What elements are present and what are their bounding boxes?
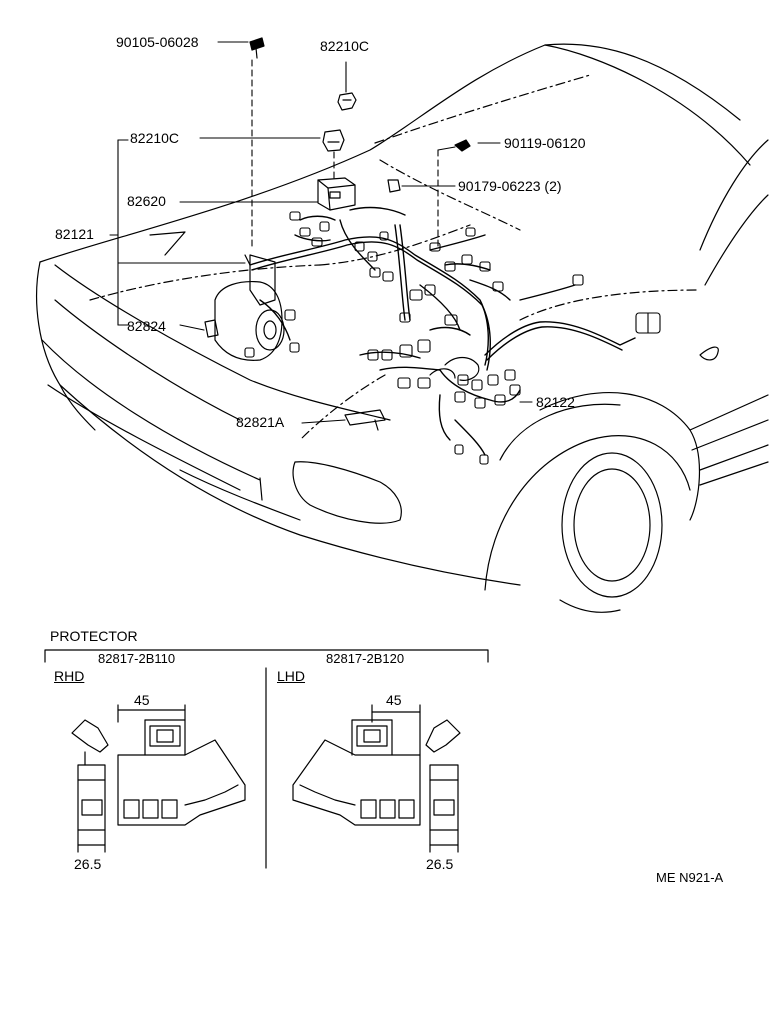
callout-90179-06223: 90179-06223 (2) (458, 178, 562, 194)
engine-component (214, 254, 285, 361)
lhd-label: LHD (277, 668, 306, 684)
small-parts (204, 37, 480, 431)
callout-90105-06028: 90105-06028 (116, 34, 199, 50)
lhd-main-view (292, 704, 421, 826)
rhd-dim-width: 45 (134, 692, 150, 708)
callout-82210c-top: 82210C (320, 38, 370, 54)
wire-harness (249, 206, 636, 456)
protector-title: PROTECTOR (50, 628, 138, 644)
car-body (36, 43, 769, 613)
figure-code: ME N921-A (656, 870, 724, 885)
lhd-dim-depth: 26.5 (426, 856, 454, 872)
callout-82620: 82620 (127, 193, 166, 209)
callout-82121: 82121 (55, 226, 94, 242)
callout-90119-06120: 90119-06120 (504, 135, 586, 151)
lhd-dim-width: 45 (386, 692, 402, 708)
harness-connectors (244, 211, 661, 465)
callout-82824: 82824 (127, 318, 166, 334)
callout-82122: 82122 (536, 394, 575, 410)
leader-lines (109, 41, 533, 424)
rhd-part-number: 82817-2B110 (98, 651, 176, 666)
callout-82210c: 82210C (130, 130, 180, 146)
lhd-side-view (425, 719, 461, 853)
rhd-main-view (117, 704, 246, 826)
lhd-part-number: 82817-2B120 (326, 651, 405, 666)
rhd-label: RHD (54, 668, 85, 684)
callout-82821a: 82821A (236, 414, 285, 430)
protector-section (44, 649, 489, 869)
relay-block-82620 (317, 177, 356, 211)
rhd-side-view (71, 719, 109, 853)
rhd-dim-depth: 26.5 (74, 856, 102, 872)
